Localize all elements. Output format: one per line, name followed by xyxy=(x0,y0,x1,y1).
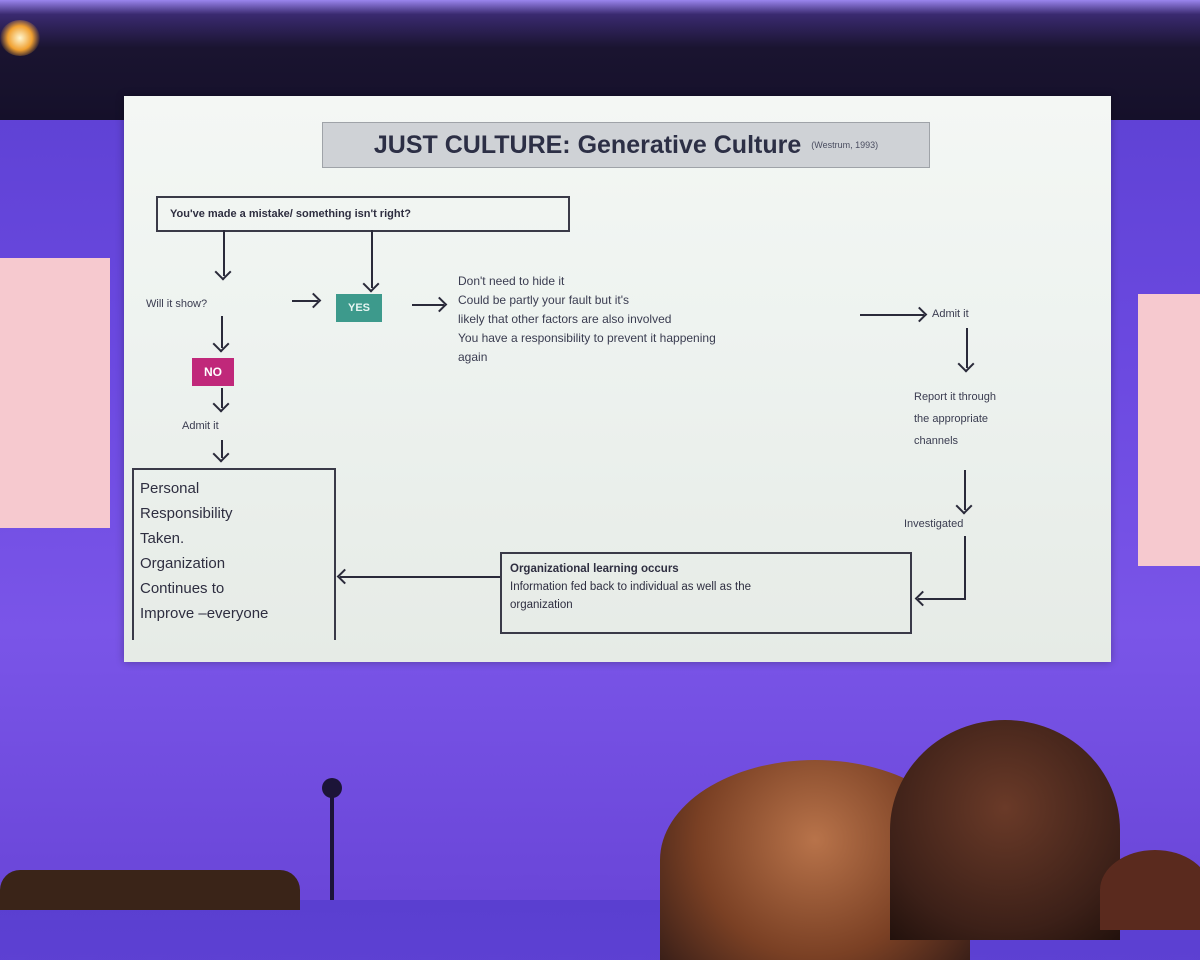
investigated-label: Investigated xyxy=(904,518,964,530)
org-learning-box: Organizational learning occurs Informati… xyxy=(500,552,912,634)
slide-title-box: JUST CULTURE: Generative Culture (Westru… xyxy=(322,122,930,168)
arrow-right-icon xyxy=(412,304,444,306)
org-learning-line: Information fed back to individual as we… xyxy=(510,581,751,593)
microphone-stand xyxy=(330,788,334,900)
connector-line xyxy=(964,536,966,600)
arrow-right-icon xyxy=(292,300,318,302)
report-line: channels xyxy=(914,435,959,447)
report-it-text: Report it through the appropriate channe… xyxy=(914,386,996,452)
yes-explanation: Don't need to hide it Could be partly yo… xyxy=(458,272,716,367)
personal-line: Personal xyxy=(140,480,200,497)
arrow-down-icon xyxy=(221,316,223,348)
arrow-left-icon xyxy=(340,576,500,578)
audience-heads-row xyxy=(0,870,300,910)
explanation-line: likely that other factors are also invol… xyxy=(458,312,672,326)
report-line: Report it through xyxy=(914,391,996,403)
admit-it-right-label: Admit it xyxy=(932,308,969,320)
personal-line: Organization xyxy=(140,555,226,572)
explanation-line: You have a responsibility to prevent it … xyxy=(458,331,716,345)
org-learning-line: organization xyxy=(510,599,573,611)
arrow-down-icon xyxy=(221,440,223,458)
question-text: You've made a mistake/ something isn't r… xyxy=(170,208,411,220)
audience-head xyxy=(890,720,1120,940)
arrow-down-icon xyxy=(371,230,373,288)
left-side-screen xyxy=(0,258,110,528)
yes-badge: YES xyxy=(336,294,382,322)
personal-line: Improve –everyone xyxy=(140,605,269,622)
arrow-left-icon xyxy=(918,598,966,600)
slide-title: JUST CULTURE: Generative Culture xyxy=(373,130,802,159)
personal-line: Responsibility xyxy=(140,505,233,522)
will-it-show-label: Will it show? xyxy=(146,298,208,310)
admit-it-left-label: Admit it xyxy=(182,420,219,432)
arrow-down-icon xyxy=(964,470,966,510)
right-side-screen xyxy=(1138,294,1200,566)
arrow-down-icon xyxy=(223,230,225,276)
question-box: You've made a mistake/ something isn't r… xyxy=(156,196,570,232)
explanation-line: again xyxy=(458,350,488,364)
arrow-down-icon xyxy=(221,388,223,408)
arrow-right-icon xyxy=(860,314,924,316)
no-badge: NO xyxy=(192,358,234,386)
audience-head xyxy=(1100,850,1200,930)
personal-line: Continues to xyxy=(140,580,225,597)
report-line: the appropriate xyxy=(914,413,988,425)
personal-responsibility-box: Personal Responsibility Taken. Organizat… xyxy=(132,468,336,640)
arrow-down-icon xyxy=(966,328,968,368)
org-learning-title: Organizational learning occurs xyxy=(510,563,679,575)
explanation-line: Don't need to hide it xyxy=(458,274,565,288)
explanation-line: Could be partly your fault but it's xyxy=(458,293,630,307)
personal-line: Taken. xyxy=(140,530,185,547)
stage-light xyxy=(0,20,40,56)
slide-citation: (Westrum, 1993) xyxy=(811,140,879,150)
projection-screen: JUST CULTURE: Generative Culture (Westru… xyxy=(124,96,1111,662)
